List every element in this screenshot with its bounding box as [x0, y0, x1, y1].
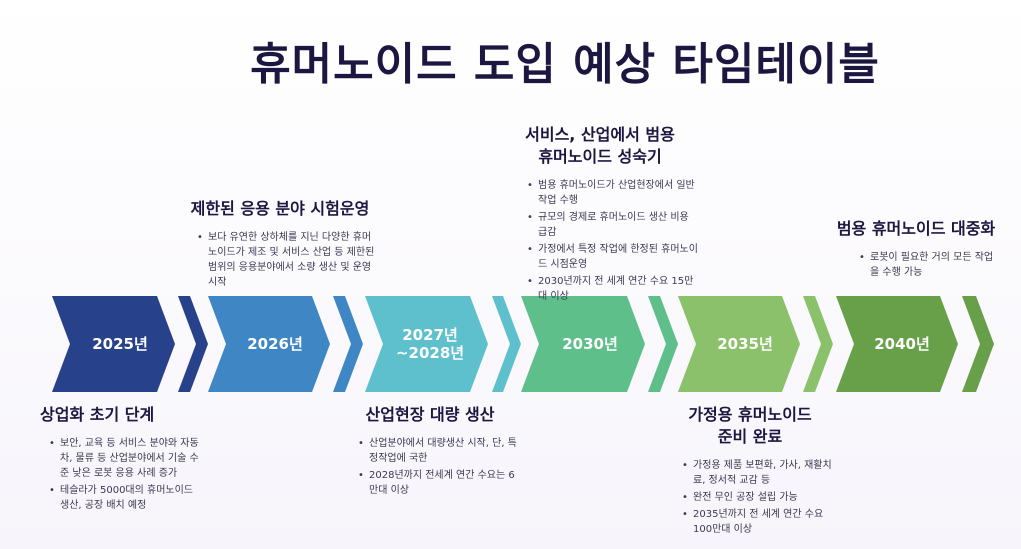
list-item: 2028년까지 전세계 연간 수요는 6만대 이상 [358, 468, 517, 498]
milestone-heading: 산업현장 대량 생산 [365, 405, 495, 424]
year-label-2027-2028-text: 2027년 ~2028년 [395, 326, 465, 362]
list-item: 로봇이 필요한 거의 모든 작업을 수행 가능 [859, 250, 994, 280]
milestone-bullets: 범용 휴머노이드가 산업현장에서 일반작업 수행 규모의 경제로 휴머노이드 생… [524, 178, 698, 304]
year-label-2030: 2030년 [562, 335, 618, 353]
milestone-bullets: 보안, 교육 등 서비스 분야와 자동차, 물류 등 산업분야에서 기술 수준 … [46, 436, 200, 513]
chevron-arrow-2026 [333, 296, 363, 392]
chevron-2035 [678, 296, 800, 392]
chevron-arrow-2025 [178, 296, 208, 392]
chevron-arrow-2027-2028 [492, 296, 521, 392]
milestone-2026: 제한된 응용 분야 시험운영 보다 유연한 상하체를 지닌 다양한 휴머노이드가… [180, 198, 380, 292]
list-item: 산업분야에서 대량생산 시작, 단, 특정작업에 국한 [358, 436, 517, 466]
list-item: 완전 무인 공장 설립 가능 [682, 490, 833, 505]
milestone-2040: 범용 휴머노이드 대중화 로봇이 필요한 거의 모든 작업을 수행 가능 [826, 218, 1006, 282]
milestone-heading: 가정용 휴머노이드 준비 완료 [688, 405, 812, 446]
milestone-heading: 상업화 초기 단계 [40, 405, 155, 424]
milestone-heading: 범용 휴머노이드 대중화 [836, 219, 996, 238]
list-item: 보다 유연한 상하체를 지닌 다양한 휴머노이드가 제조 및 서비스 산업 등 … [197, 230, 380, 290]
milestone-bullets: 로봇이 필요한 거의 모든 작업을 수행 가능 [856, 250, 994, 280]
year-label-2035: 2035년 [717, 335, 773, 353]
list-item: 보안, 교육 등 서비스 분야와 자동차, 물류 등 산업분야에서 기술 수준 … [49, 436, 200, 481]
list-item: 2030년까지 전 세계 연간 수요 15만대 이상 [527, 274, 698, 304]
milestone-2030: 서비스, 산업에서 범용 휴머노이드 성숙기 범용 휴머노이드가 산업현장에서 … [510, 124, 698, 306]
timeline-band [52, 296, 994, 392]
milestone-heading: 제한된 응용 분야 시험운영 [190, 199, 370, 218]
list-item: 테슬라가 5000대의 휴머노이드 생산, 공장 배치 예정 [49, 483, 200, 513]
milestone-2035: 가정용 휴머노이드 준비 완료 가정용 제품 보편화, 가사, 재활치료, 정서… [665, 404, 835, 539]
list-item: 규모의 경제로 휴머노이드 생산 비용 급감 [527, 210, 698, 240]
chevron-arrow-2040 [962, 296, 994, 392]
page-title: 휴머노이드 도입 예상 타임테이블 [250, 39, 880, 90]
milestone-2027-2028: 산업현장 대량 생산 산업분야에서 대량생산 시작, 단, 특정작업에 국한 2… [345, 404, 517, 500]
chevron-2027-2028 [365, 296, 488, 392]
milestone-2025: 상업화 초기 단계 보안, 교육 등 서비스 분야와 자동차, 물류 등 산업분… [40, 404, 200, 515]
chevron-2040 [836, 296, 958, 392]
chevron-2030 [521, 296, 645, 392]
list-item: 2035년까지 전 세계 연간 수요 100만대 이상 [682, 507, 833, 537]
milestone-heading: 서비스, 산업에서 범용 휴머노이드 성숙기 [525, 125, 675, 166]
milestone-bullets: 산업분야에서 대량생산 시작, 단, 특정작업에 국한 2028년까지 전세계 … [355, 436, 517, 498]
list-item: 범용 휴머노이드가 산업현장에서 일반작업 수행 [527, 178, 698, 208]
list-item: 가정에서 특정 작업에 한정된 휴머노이드 시점운영 [527, 242, 698, 272]
year-label-2040: 2040년 [874, 335, 930, 353]
year-label-2027-2028: 2027년 ~2028년 [380, 296, 480, 392]
chevron-arrow-2035 [803, 296, 833, 392]
chevron-2026 [208, 296, 330, 392]
milestone-bullets: 보다 유연한 상하체를 지닌 다양한 휴머노이드가 제조 및 서비스 산업 등 … [194, 230, 380, 290]
year-label-2025: 2025년 [92, 335, 148, 353]
chevron-arrow-2030 [648, 296, 678, 392]
list-item: 가정용 제품 보편화, 가사, 재활치료, 정서적 교감 등 [682, 458, 833, 488]
chevron-2025 [52, 296, 175, 392]
milestone-bullets: 가정용 제품 보편화, 가사, 재활치료, 정서적 교감 등 완전 무인 공장 … [679, 458, 833, 537]
year-label-2026: 2026년 [247, 335, 303, 353]
